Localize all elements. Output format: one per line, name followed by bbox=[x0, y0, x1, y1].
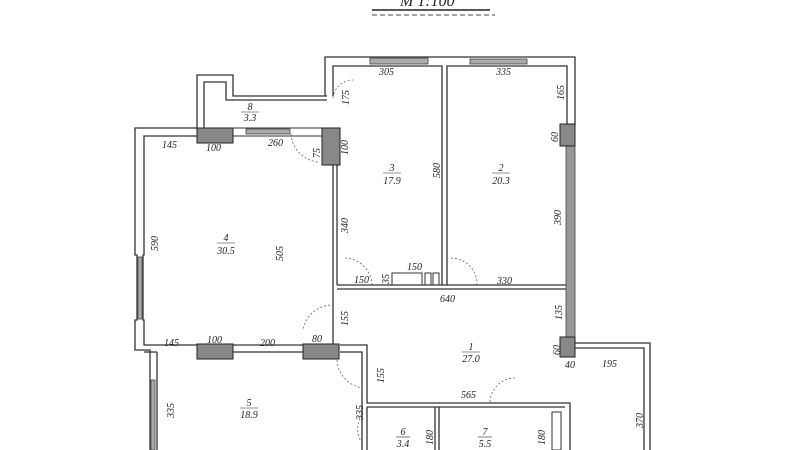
dimension-label: 155 bbox=[340, 311, 351, 326]
room-labels: 127.0 220.3 317.9 430.5 518.9 63.4 75.5 … bbox=[216, 102, 510, 450]
dimension-label: 330 bbox=[496, 276, 512, 287]
room-label-text: 18.9 bbox=[240, 410, 258, 421]
dimension-label: 340 bbox=[340, 218, 351, 234]
dimension-label: 335 bbox=[355, 405, 366, 421]
dimension-label: 80 bbox=[312, 334, 322, 345]
room-label-text: 3 bbox=[389, 163, 395, 174]
room-label-text: 1 bbox=[469, 342, 474, 353]
dimension-label: 60 bbox=[552, 345, 563, 355]
room-label-text: 6 bbox=[401, 427, 406, 438]
room-label-text: 8 bbox=[248, 102, 253, 113]
room-label-text: 7 bbox=[483, 427, 489, 438]
room-8: 83.3 bbox=[241, 102, 259, 124]
dimension-label: 580 bbox=[432, 163, 443, 178]
dimension-label: 200 bbox=[260, 338, 275, 349]
dimension-label: 60 bbox=[550, 132, 561, 142]
dimension-label: 135 bbox=[554, 305, 565, 320]
room-2: 220.3 bbox=[492, 163, 510, 187]
dimension-label: 165 bbox=[556, 85, 567, 100]
room-label-text: 27.0 bbox=[462, 354, 480, 365]
scale-label: M 1:100 bbox=[399, 0, 455, 10]
dimension-label: 370 bbox=[635, 413, 646, 429]
dimension-label: 390 bbox=[553, 210, 564, 226]
room-label-text: 5.5 bbox=[479, 439, 492, 450]
walls bbox=[134, 56, 651, 450]
dimension-labels: 305 335 175 165 145 100 260 75 100 580 6… bbox=[150, 67, 646, 445]
dimension-label: 155 bbox=[376, 368, 387, 383]
dimension-label: 40 bbox=[565, 360, 575, 371]
dimension-label: 640 bbox=[440, 294, 455, 305]
room-label-text: 3.3 bbox=[243, 113, 257, 124]
dimension-label: 335 bbox=[495, 67, 511, 78]
dimension-label: 180 bbox=[537, 430, 548, 445]
dimension-label: 150 bbox=[407, 262, 422, 273]
dimension-label: 180 bbox=[425, 430, 436, 445]
room-label-text: 5 bbox=[247, 398, 252, 409]
room-3: 317.9 bbox=[383, 163, 401, 187]
room-5: 518.9 bbox=[240, 398, 258, 421]
room-1: 127.0 bbox=[462, 342, 480, 365]
dimension-label: 505 bbox=[275, 246, 286, 261]
room-label-text: 2 bbox=[499, 163, 504, 174]
room-label-text: 4 bbox=[224, 233, 229, 244]
room-label-text: 3.4 bbox=[396, 439, 410, 450]
room-label-text: 17.9 bbox=[383, 176, 401, 187]
dimension-label: 260 bbox=[268, 138, 283, 149]
dimension-label: 145 bbox=[164, 338, 179, 349]
dimension-label: 75 bbox=[312, 148, 323, 158]
room-6: 63.4 bbox=[396, 427, 410, 450]
door-swings bbox=[290, 79, 516, 444]
dimension-label: 100 bbox=[340, 140, 351, 155]
room-7: 75.5 bbox=[478, 427, 492, 450]
dimension-label: 335 bbox=[166, 403, 177, 419]
dimension-label: 100 bbox=[207, 335, 222, 346]
dimension-label: 35 bbox=[381, 274, 392, 285]
dimension-label: 590 bbox=[150, 236, 161, 251]
dimension-label: 195 bbox=[602, 359, 617, 370]
dimension-label: 145 bbox=[162, 140, 177, 151]
dimension-label: 100 bbox=[206, 143, 221, 154]
room-label-text: 30.5 bbox=[216, 246, 235, 257]
room-4: 430.5 bbox=[216, 233, 235, 257]
dimension-label: 565 bbox=[461, 390, 476, 401]
dimension-label: 150 bbox=[354, 275, 369, 286]
dimension-label: 175 bbox=[341, 90, 352, 105]
room-label-text: 20.3 bbox=[492, 176, 510, 187]
dimension-label: 305 bbox=[378, 67, 394, 78]
